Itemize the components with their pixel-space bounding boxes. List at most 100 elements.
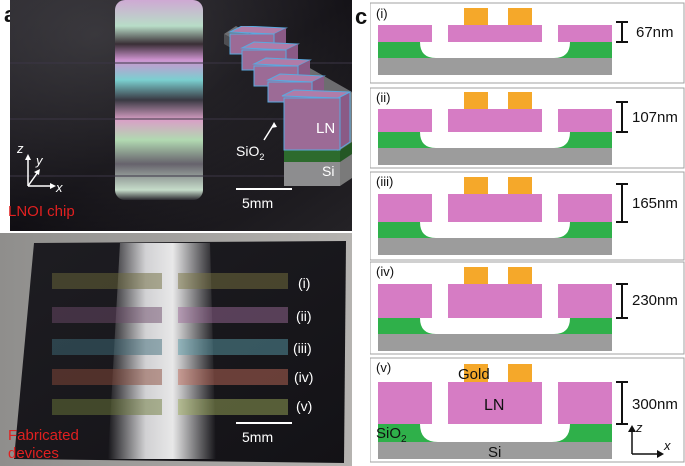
device-iv: (iv) 230nm xyxy=(370,261,685,355)
fabricated-label-line2: devices xyxy=(8,445,59,462)
sio2-left xyxy=(378,42,436,58)
ln-right xyxy=(558,284,612,318)
si-substrate xyxy=(378,334,612,351)
si-layer-label: Si xyxy=(322,163,335,179)
device-tag: (iii) xyxy=(376,174,393,189)
gold-electrode-1 xyxy=(464,364,488,382)
device-i: (i) 67nm xyxy=(370,2,685,84)
si-substrate xyxy=(378,442,612,459)
sio2-face xyxy=(284,150,340,162)
ln-left xyxy=(378,109,432,132)
gold-electrode-1 xyxy=(464,267,488,284)
thickness-bar xyxy=(616,283,628,319)
axis-a-y: y xyxy=(36,153,43,168)
si-substrate xyxy=(378,148,612,165)
thickness-label: 300nm xyxy=(632,396,678,413)
axis-c-x: x xyxy=(663,438,671,453)
scale-bar-a-line xyxy=(236,188,292,190)
sio2-left xyxy=(378,318,436,334)
thickness-label: 165nm xyxy=(632,195,678,212)
row-label-iii: (iii) xyxy=(293,340,312,356)
sio2-right xyxy=(554,318,612,334)
ln-layer-label: LN xyxy=(316,120,336,137)
lnoi-stack-illustration xyxy=(224,26,352,186)
lnoi-chip-label: LNOI chip xyxy=(8,203,75,220)
thickness-bar xyxy=(616,101,628,133)
axes-a xyxy=(25,154,56,189)
axis-a-x: x xyxy=(56,180,63,195)
scale-bar-b-label: 5mm xyxy=(242,429,274,445)
device-frame xyxy=(370,2,685,84)
sio2-label: SiO2 xyxy=(376,425,407,445)
ln-ridges xyxy=(228,26,351,151)
device-frame xyxy=(370,357,685,463)
ln-center xyxy=(448,25,542,42)
ln-center xyxy=(448,194,542,222)
ln-left xyxy=(378,194,432,222)
thickness-bar xyxy=(616,381,628,425)
panel-c-letter: c xyxy=(355,4,368,29)
gold-electrode-2 xyxy=(508,364,532,382)
ln-right xyxy=(558,382,612,424)
sio2-layer-label: SiO2 xyxy=(236,144,264,162)
device-ii: (ii) 107nm xyxy=(370,87,685,169)
gold-electrode-2 xyxy=(508,267,532,284)
gold-label: Gold xyxy=(458,366,490,383)
row-label-ii: (ii) xyxy=(296,308,312,324)
device-tag: (iv) xyxy=(376,264,394,279)
device-tag: (v) xyxy=(376,360,391,375)
scale-bar-b-line xyxy=(236,422,292,424)
axis-c-z: z xyxy=(635,420,643,435)
axis-c-z-arrow xyxy=(628,425,636,432)
device-tag: (i) xyxy=(376,6,388,21)
sio2-left xyxy=(378,132,436,148)
sio2-main: SiO xyxy=(236,143,260,159)
sio2-right xyxy=(554,222,612,238)
lnoi-chip-photo xyxy=(10,0,352,231)
ln-left xyxy=(378,284,432,318)
device-v: (v) 300nm Gold LN SiO2 Si z x xyxy=(370,357,685,463)
thickness-bar xyxy=(616,183,628,223)
gold-electrode-2 xyxy=(508,92,532,109)
thickness-label: 230nm xyxy=(632,292,678,309)
device-frame xyxy=(370,171,685,261)
row-label-v: (v) xyxy=(296,398,313,414)
fabricated-devices-photo xyxy=(0,233,352,466)
ln-right xyxy=(558,25,612,42)
axis-c-x-arrow xyxy=(657,450,664,458)
gold-electrode-2 xyxy=(508,177,532,194)
fabricated-label-line1: Fabricated xyxy=(8,427,79,444)
gold-electrode-2 xyxy=(508,8,532,25)
ln-center xyxy=(448,284,542,318)
ln-left xyxy=(378,382,432,424)
ln-center xyxy=(448,382,542,424)
sio2-left xyxy=(378,222,436,238)
row-label-iv: (iv) xyxy=(294,369,314,385)
axis-a-z: z xyxy=(17,141,24,156)
row-label-i: (i) xyxy=(298,275,311,291)
ln-right xyxy=(558,194,612,222)
ln-right xyxy=(558,109,612,132)
si-substrate xyxy=(378,238,612,255)
si-substrate xyxy=(378,58,612,75)
ln-label: LN xyxy=(484,397,504,414)
scale-bar-a-label: 5mm xyxy=(242,195,274,211)
gold-electrode-1 xyxy=(464,8,488,25)
sio2-subscript: 2 xyxy=(259,151,265,162)
sio2-right xyxy=(554,42,612,58)
device-frame xyxy=(370,87,685,169)
device-tag: (ii) xyxy=(376,90,390,105)
thickness-bar xyxy=(616,21,628,43)
device-iii: (iii) 165nm xyxy=(370,171,685,261)
sio2-subscript: 2 xyxy=(401,434,407,445)
gold-electrode-1 xyxy=(464,92,488,109)
sio2-right xyxy=(554,132,612,148)
si-label: Si xyxy=(488,444,501,461)
device-frame xyxy=(370,261,685,355)
sio2-left xyxy=(378,424,438,442)
sio2-right xyxy=(552,424,612,442)
si-face xyxy=(284,162,340,186)
cross-sections: (i) 67nm (ii) 107nm xyxy=(370,2,685,463)
thickness-label: 107nm xyxy=(632,109,678,126)
axes-c xyxy=(631,430,658,455)
